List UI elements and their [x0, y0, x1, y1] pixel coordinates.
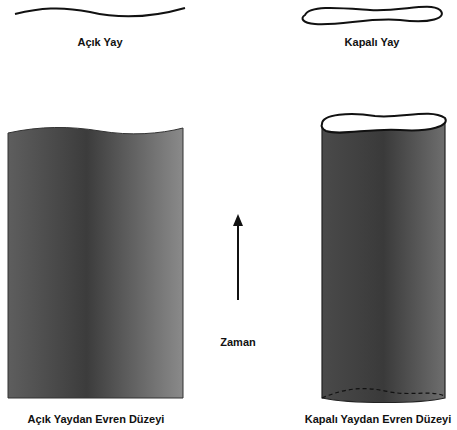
- caption-label: Kapalı Yaydan Evren Düzeyi: [305, 413, 452, 426]
- caption-label: Kapalı Yay: [345, 36, 400, 49]
- worldsheet-top-loop: [322, 114, 446, 133]
- axis-label: Zaman: [220, 336, 255, 349]
- caption-label: Açık Yay: [77, 36, 122, 49]
- open-string: [15, 8, 185, 17]
- closed-string-worldsheet: [322, 122, 445, 403]
- worldsheet-bottom-hidden-edge: [322, 389, 445, 398]
- caption-label: Açık Yaydan Evren Düzeyi: [28, 413, 165, 426]
- closed-string: [302, 7, 441, 24]
- time-arrow-shaft: [237, 224, 239, 300]
- open-string-worldsheet: [8, 127, 183, 398]
- time-arrow-head: [233, 214, 243, 226]
